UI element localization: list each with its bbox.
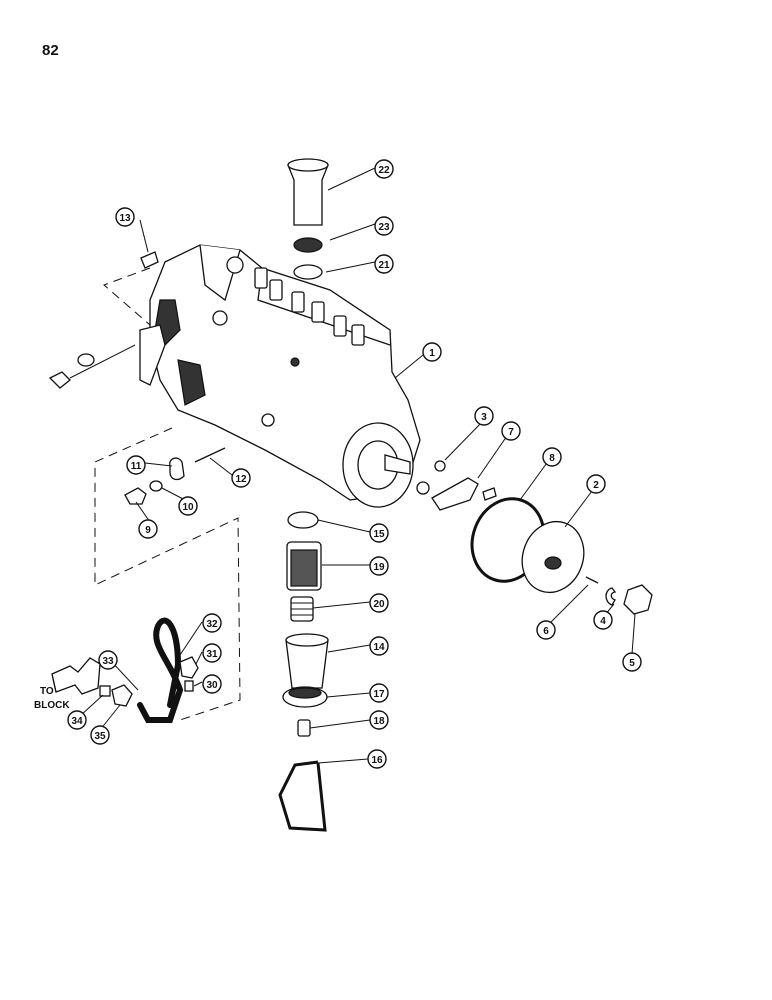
svg-text:23: 23: [378, 222, 390, 233]
lock-washer-4: [605, 587, 617, 606]
callout-9: 9: [138, 519, 158, 539]
callout-7: 7: [501, 421, 521, 441]
drain-screw-18: [297, 719, 311, 737]
seal-23: [293, 237, 323, 253]
svg-text:7: 7: [508, 427, 514, 438]
svg-text:22: 22: [378, 165, 390, 176]
callout-15: 15: [369, 523, 389, 543]
plate-7: [431, 477, 479, 511]
gasket-21: [293, 264, 323, 280]
pipe-32: [137, 617, 184, 723]
svg-text:5: 5: [629, 658, 635, 669]
svg-text:8: 8: [549, 453, 555, 464]
callout-14: 14: [369, 636, 389, 656]
bowl-14: [285, 633, 329, 689]
callout-3: 3: [474, 406, 494, 426]
key-6: [585, 576, 599, 584]
throttle-bolt: [48, 344, 136, 389]
svg-text:3: 3: [481, 412, 487, 423]
svg-text:9: 9: [145, 525, 151, 536]
elbow-fitting-33: [51, 657, 101, 695]
callout-8: 8: [542, 447, 562, 467]
nut-35: [111, 684, 133, 707]
callout-12: 12: [231, 468, 251, 488]
sleeve-30: [184, 680, 194, 692]
callout-20: 20: [369, 593, 389, 613]
svg-text:11: 11: [131, 461, 142, 472]
svg-text:30: 30: [206, 680, 218, 691]
injection-pump-body: [139, 244, 421, 508]
svg-text:4: 4: [600, 616, 606, 627]
svg-text:34: 34: [71, 716, 83, 727]
washer-10: [149, 480, 163, 492]
callout-22: 22: [374, 159, 394, 179]
callout-13: 13: [115, 207, 135, 227]
nut-31: [179, 656, 199, 679]
callout-17: 17: [369, 683, 389, 703]
dashed-fuel-line: [94, 427, 241, 721]
filter-cap-22: [287, 158, 329, 226]
to-block-label-line2: BLOCK: [34, 700, 70, 711]
callout-1: 1: [422, 342, 442, 362]
spring-12: [194, 447, 226, 463]
to-block-label-line1: TO: [40, 686, 54, 697]
svg-text:35: 35: [94, 731, 106, 742]
spring-20: [290, 596, 314, 622]
page-number: 82: [42, 42, 59, 59]
callout-6: 6: [536, 620, 556, 640]
callout-32: 32: [202, 613, 222, 633]
callouts: 1 2 3 4 5 6 7 8 9 10 11 12 13 14 15 16 1…: [67, 159, 642, 769]
callout-5: 5: [622, 652, 642, 672]
svg-text:1: 1: [429, 348, 435, 359]
callout-31: 31: [202, 643, 222, 663]
callout-19: 19: [369, 556, 389, 576]
svg-text:18: 18: [373, 716, 385, 727]
callout-33: 33: [98, 650, 118, 670]
svg-text:16: 16: [371, 755, 383, 766]
callout-10: 10: [178, 496, 198, 516]
svg-text:19: 19: [373, 562, 385, 573]
svg-text:15: 15: [373, 529, 385, 540]
callout-2: 2: [586, 474, 606, 494]
callout-30: 30: [202, 674, 222, 694]
svg-text:13: 13: [119, 213, 131, 224]
filter-element-19: [286, 541, 322, 591]
svg-text:31: 31: [206, 649, 218, 660]
screw-13: [103, 251, 159, 326]
callout-4: 4: [593, 610, 613, 630]
nut-5: [623, 584, 653, 615]
callout-35: 35: [90, 725, 110, 745]
svg-text:33: 33: [102, 656, 114, 667]
callout-11: 11: [126, 455, 146, 475]
svg-text:20: 20: [373, 599, 385, 610]
svg-text:21: 21: [378, 260, 390, 271]
nut-3: [434, 460, 446, 472]
callout-18: 18: [369, 710, 389, 730]
bolt-9: [124, 487, 147, 505]
svg-text:12: 12: [235, 474, 247, 485]
clamp-16: [278, 760, 327, 832]
svg-text:10: 10: [182, 502, 194, 513]
ring-nut-17: [282, 686, 328, 708]
callout-16: 16: [367, 749, 387, 769]
cover-plate-2: [521, 520, 585, 594]
svg-text:6: 6: [543, 626, 549, 637]
washer-15: [287, 511, 319, 529]
banjo-11: [169, 457, 185, 481]
svg-text:32: 32: [206, 619, 218, 630]
svg-text:2: 2: [593, 480, 599, 491]
callout-21: 21: [374, 254, 394, 274]
sleeve-34: [99, 685, 111, 697]
svg-text:17: 17: [373, 689, 385, 700]
svg-text:14: 14: [373, 642, 385, 653]
callout-23: 23: [374, 216, 394, 236]
callout-34: 34: [67, 710, 87, 730]
